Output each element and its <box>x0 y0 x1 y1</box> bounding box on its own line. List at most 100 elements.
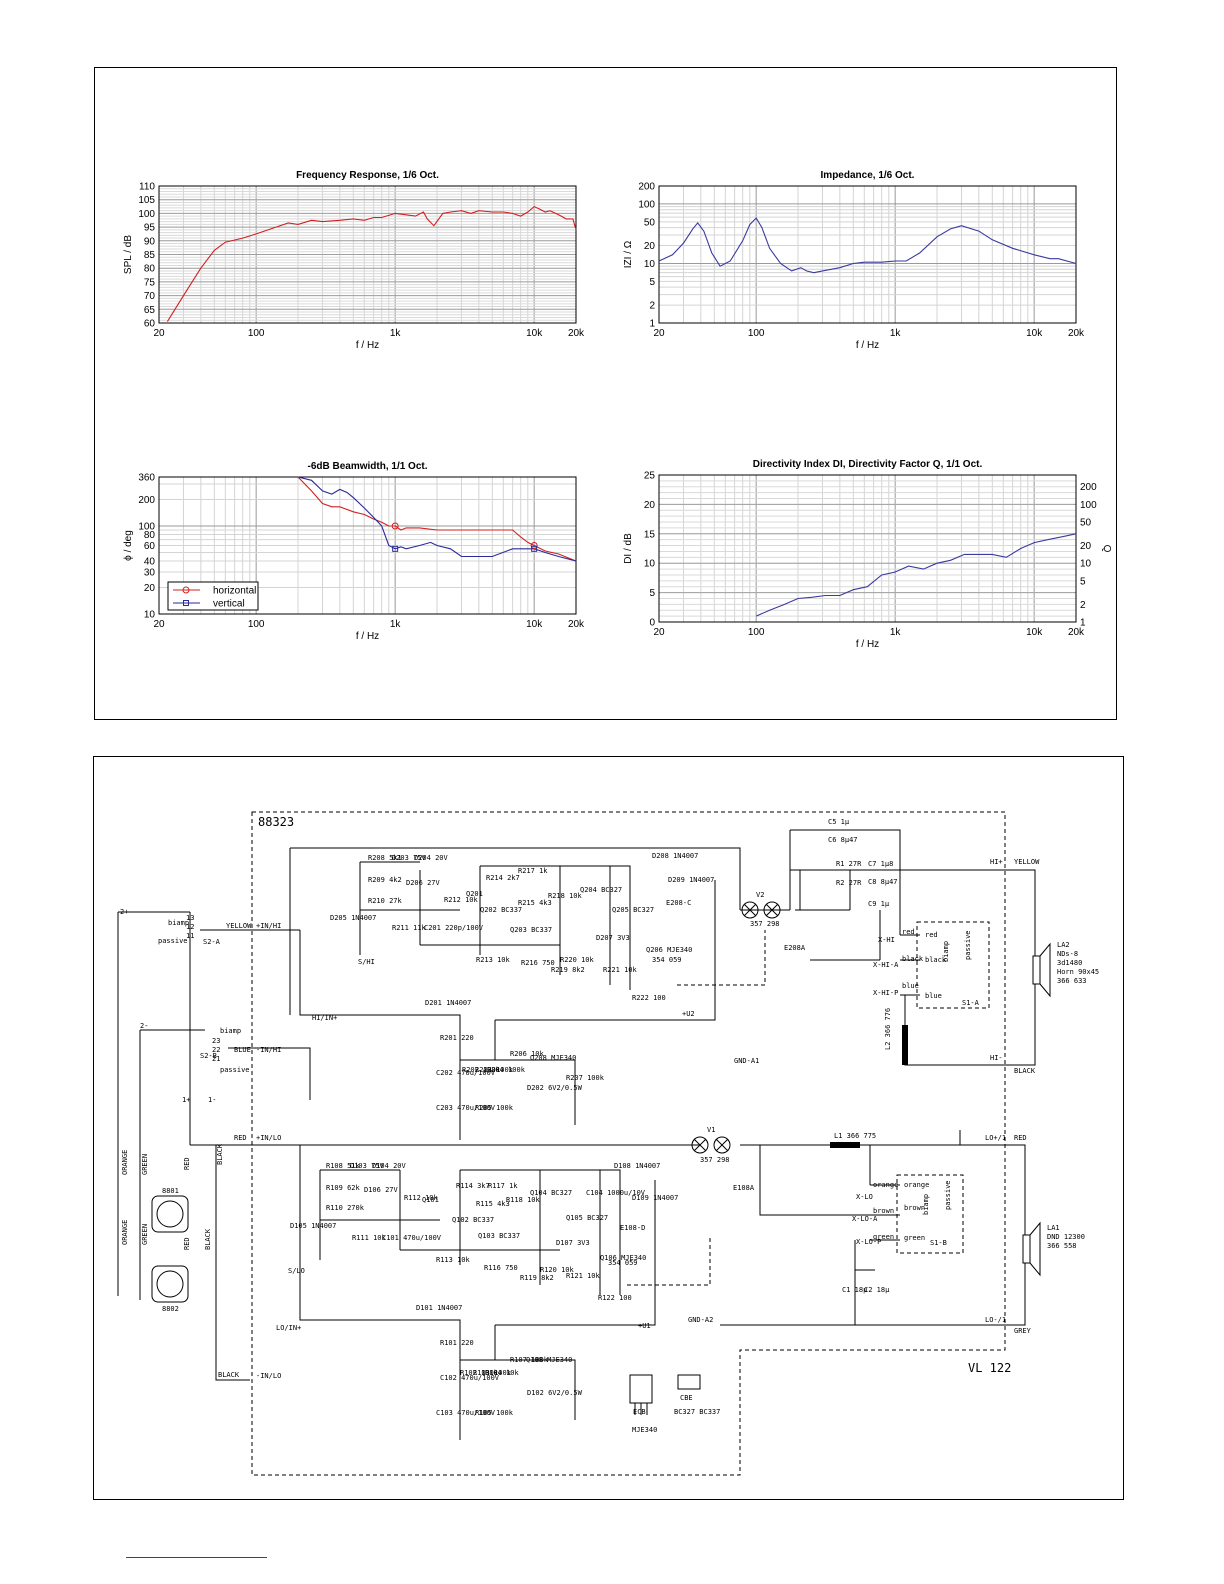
y-tick-label: 10 <box>144 610 156 621</box>
net-label: X-HI <box>878 936 895 944</box>
lo-driver-wires <box>319 1169 621 1295</box>
lo-diode-label: D107 3V3 <box>556 1239 590 1247</box>
lo-transistor-label: Q106 MJE340 <box>600 1254 646 1262</box>
input-wires <box>117 911 250 1381</box>
lo-cap-label: C102 470u/100V <box>440 1374 500 1382</box>
marker-vertical <box>531 545 538 552</box>
net-label: +U1 <box>638 1322 651 1330</box>
series-line-1 <box>658 217 1077 274</box>
y-tick-label: 110 <box>139 182 155 193</box>
y2-tick-label: 2 <box>1080 600 1086 611</box>
y2-tick-label: 5 <box>1080 576 1086 587</box>
chart-title: Directivity Index DI, Directivity Factor… <box>753 459 983 470</box>
lo-transistor-label: Q103 BC337 <box>478 1232 520 1240</box>
lo-transistor-label: Q105 BC327 <box>566 1214 608 1222</box>
xo-hi-cap-label: C8 8µ47 <box>868 878 898 886</box>
x-tick-label: 20k <box>1068 328 1085 339</box>
plot-border <box>658 474 1077 623</box>
series-line-vertical <box>297 476 577 562</box>
lo-resistor-label: R111 10k <box>352 1234 387 1242</box>
speaker-la1-label: DND 12300 <box>1047 1233 1085 1241</box>
switch-s1b-ref: S1-B <box>930 1239 947 1247</box>
lo-resistor-label: R114 3k7 <box>456 1182 490 1190</box>
y-tick-label: 100 <box>138 209 155 220</box>
net-label: -IN/HI <box>256 1046 281 1054</box>
hi-transistor-label: Q202 BC337 <box>480 906 522 914</box>
hi-resistor-label: R205 100k <box>475 1104 514 1112</box>
speaker-la1-label: LA1 <box>1047 1224 1060 1232</box>
legend-label-horizontal: horizontal <box>213 586 256 597</box>
marker-horizontal <box>391 522 399 530</box>
xo-hi-res-label: R1 27R <box>836 860 862 868</box>
lo-top-bus <box>299 1145 440 1321</box>
y-tick-label: 70 <box>144 291 156 302</box>
lo-diode-label: D108 1N4007 <box>614 1162 660 1170</box>
y-tick-label: 1 <box>649 319 655 330</box>
lo-resistor-label: R116 750 <box>484 1264 518 1272</box>
net-label: LO+/1 <box>985 1134 1006 1142</box>
net-label: HI+ <box>990 858 1003 866</box>
net-label: +U2 <box>682 1010 695 1018</box>
hi-resistor-label: R222 100 <box>632 994 666 1002</box>
pin-1minus: 1- <box>208 1096 216 1104</box>
plot-border <box>658 185 1077 324</box>
package-mje-pins: ECB <box>633 1408 646 1416</box>
lo-resistor-label: R109 62k <box>326 1184 361 1192</box>
y2-tick-label: 20 <box>1080 541 1092 552</box>
y-tick-label: 105 <box>138 195 155 206</box>
switch-s1a-biamp: biamp <box>942 941 950 962</box>
wire-yellow: YELLOW <box>226 922 252 930</box>
hi-diode-label: D203 75V <box>392 854 427 862</box>
lo-cap-label: C104 1000u/10V <box>586 1189 646 1197</box>
speaker-la2-label: NDs-8 <box>1057 950 1078 958</box>
package-bc-name: BC327 BC337 <box>674 1408 720 1416</box>
y-tick-label: 60 <box>144 319 156 330</box>
wire-color-label: RED <box>183 1157 191 1170</box>
connector-8802-label: 8802 <box>162 1305 179 1313</box>
x-tick-label: 20 <box>653 627 665 638</box>
x-tick-label: 1k <box>890 627 902 638</box>
y-tick-label: 100 <box>138 521 155 532</box>
hi-relay-label: E208-C <box>666 899 691 907</box>
lamp-v1 <box>691 1136 731 1154</box>
wire-black: BLACK <box>218 1371 240 1379</box>
lo-diode-label: D105 1N4007 <box>290 1222 336 1230</box>
net-label: X-HI-A <box>873 961 899 969</box>
lo-transistor-label: Q101 <box>422 1196 439 1204</box>
x-tick-label: 1k <box>890 328 902 339</box>
net-label: LO/IN+ <box>276 1324 301 1332</box>
lo-resistor-label: R104 10k <box>485 1369 520 1377</box>
footer-link-line <box>126 1557 267 1558</box>
hi-diode-label: D202 6V2/0.5W <box>527 1084 583 1092</box>
y-tick-label: 200 <box>138 495 155 506</box>
legend-marker-horizontal <box>182 586 190 594</box>
pin-2minus: 2- <box>140 1022 148 1030</box>
lo-resistor-label: R118 10k <box>506 1196 541 1204</box>
hi-diode-label: D208 1N4007 <box>652 852 698 860</box>
lamp-v2 <box>741 901 781 919</box>
net-label: X-LO-P <box>856 1238 881 1246</box>
package-bc <box>677 1374 701 1390</box>
lo-resistor-label: R108 51k <box>326 1162 361 1170</box>
x-tick-label: 20k <box>1068 627 1085 638</box>
switch-s2b-pin: 22 <box>212 1046 220 1054</box>
x-tick-label: 20k <box>568 328 585 339</box>
hi-transistor-label: Q208 MJE340 <box>530 1054 576 1062</box>
y-tick-label: 80 <box>144 530 156 541</box>
lo-resistor-label: R105 100k <box>475 1409 514 1417</box>
xo-hi-wire: blue <box>902 982 919 990</box>
y2-tick-label: 10 <box>1080 559 1092 570</box>
x-tick-label: 100 <box>248 328 265 339</box>
xo-hi-wire-inner: red <box>925 931 938 939</box>
net-label: -IN/LO <box>256 1372 281 1380</box>
xo-lo-cap-label: C2 18µ <box>864 1286 890 1294</box>
model-label: VL 122 <box>968 1361 1011 1375</box>
lo-resistor-label: R122 100 <box>598 1294 632 1302</box>
package-mje-name: MJE340 <box>632 1426 657 1434</box>
y-tick-label: 60 <box>144 541 156 552</box>
wire-color-label: ORANGE <box>121 1150 129 1175</box>
y-tick-label: 5 <box>649 588 655 599</box>
hi-resistor-label: R208 5k1 <box>368 854 402 862</box>
wire-grey-out: GREY <box>1014 1327 1032 1335</box>
